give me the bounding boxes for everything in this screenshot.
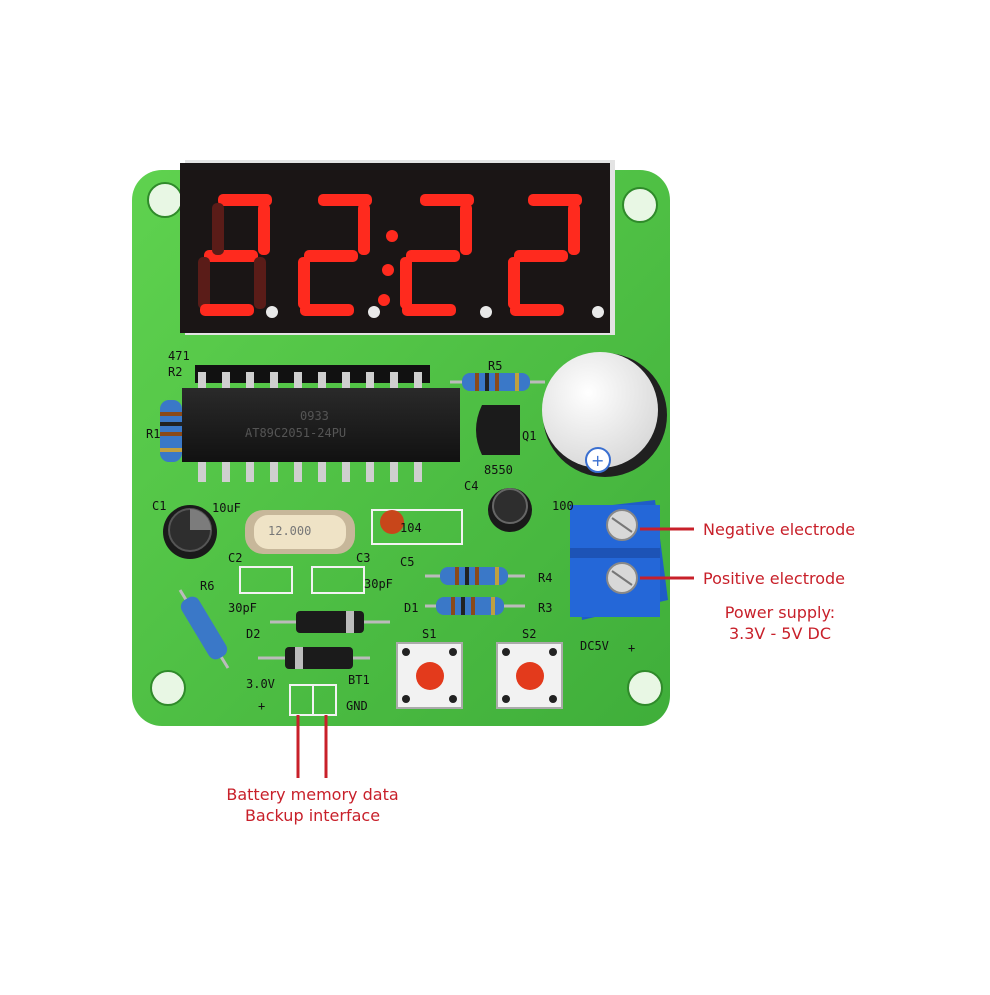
silkscreen-labels: 471 R2 R5 R1 Q1 8550 C4 C1 10uF C2 C3 C5… [146, 349, 635, 713]
silk-r2-code: 471 [168, 349, 190, 363]
silk-bt1: BT1 [348, 673, 370, 687]
battery-line2: Backup interface [244, 806, 381, 825]
svg-text:+: + [591, 451, 604, 470]
silk-s2: S2 [522, 627, 536, 641]
crystal-label: 12.000 [268, 524, 311, 538]
battery-line1: Battery memory data [226, 785, 399, 804]
decimal-points [266, 306, 604, 318]
seven-segment-display [180, 160, 615, 335]
resistor-r5 [450, 373, 545, 391]
resistor-r1 [160, 400, 182, 462]
buzzer: + [542, 352, 667, 477]
silk-c3: C3 [356, 551, 370, 565]
silk-c4: C4 [464, 479, 478, 493]
silk-c5: C5 [400, 555, 414, 569]
power-supply-line1: Power supply: [724, 603, 836, 622]
silk-r3: R3 [538, 601, 552, 615]
silk-s1: S1 [422, 627, 436, 641]
positive-electrode-label: Positive electrode [703, 569, 845, 588]
capacitor-c1 [163, 505, 217, 559]
silk-r1: R1 [146, 427, 160, 441]
capacitor-c5 [371, 509, 463, 545]
mounting-holes [147, 182, 663, 706]
resistor-r3 [425, 597, 525, 615]
callout-lines [296, 527, 694, 778]
power-supply-label: Power supply: 3.3V - 5V DC [700, 602, 860, 644]
silk-r2: R2 [168, 365, 182, 379]
silk-c2: C2 [228, 551, 242, 565]
silk-bt-plus: + [258, 699, 265, 713]
silk-q1: Q1 [522, 429, 536, 443]
resistor-r6 [178, 589, 230, 669]
silk-gnd: GND [346, 699, 368, 713]
silk-d1: D1 [404, 601, 418, 615]
battery-backup-header [289, 684, 337, 716]
push-button-s2 [496, 642, 563, 709]
chip-line2: AT89C2051-24PU [245, 426, 346, 440]
silk-r6: R6 [200, 579, 214, 593]
display-digit [198, 194, 272, 316]
diode-d1 [270, 611, 390, 633]
display-colon [378, 230, 398, 306]
power-terminal-block [570, 500, 668, 620]
silk-r4: R4 [538, 571, 552, 585]
silk-dc-plus: + [628, 641, 635, 655]
silk-bt-voltage: 3.0V [246, 677, 275, 691]
silk-c2-value: 30pF [228, 601, 257, 615]
capacitor-footprints [239, 566, 365, 594]
silk-c5-value: 104 [400, 521, 422, 535]
silk-c3-value: 30pF [364, 577, 393, 591]
transistor-q1 [476, 405, 520, 455]
silk-q1-code: 8550 [484, 463, 513, 477]
display-digit [400, 194, 474, 316]
silk-c1: C1 [152, 499, 166, 513]
display-digit [298, 194, 372, 316]
display-digit [508, 194, 582, 316]
power-supply-line2: 3.3V - 5V DC [728, 624, 832, 643]
resistor-r4 [425, 567, 525, 585]
capacitor-c4 [488, 488, 532, 532]
silk-c1-value: 10uF [212, 501, 241, 515]
silk-r5: R5 [488, 359, 502, 373]
crystal: 12.000 [245, 510, 355, 554]
negative-electrode-label: Negative electrode [703, 520, 856, 539]
silk-dc5v: DC5V [580, 639, 609, 653]
silk-terminal-code: 100 [552, 499, 574, 513]
microcontroller-chip: 0933 AT89C2051-24PU [182, 365, 460, 482]
battery-backup-label: Battery memory data Backup interface [200, 784, 425, 826]
silk-d2: D2 [246, 627, 260, 641]
chip-line1: 0933 [300, 409, 329, 423]
diode-d2 [258, 647, 370, 669]
push-button-s1 [396, 642, 463, 709]
